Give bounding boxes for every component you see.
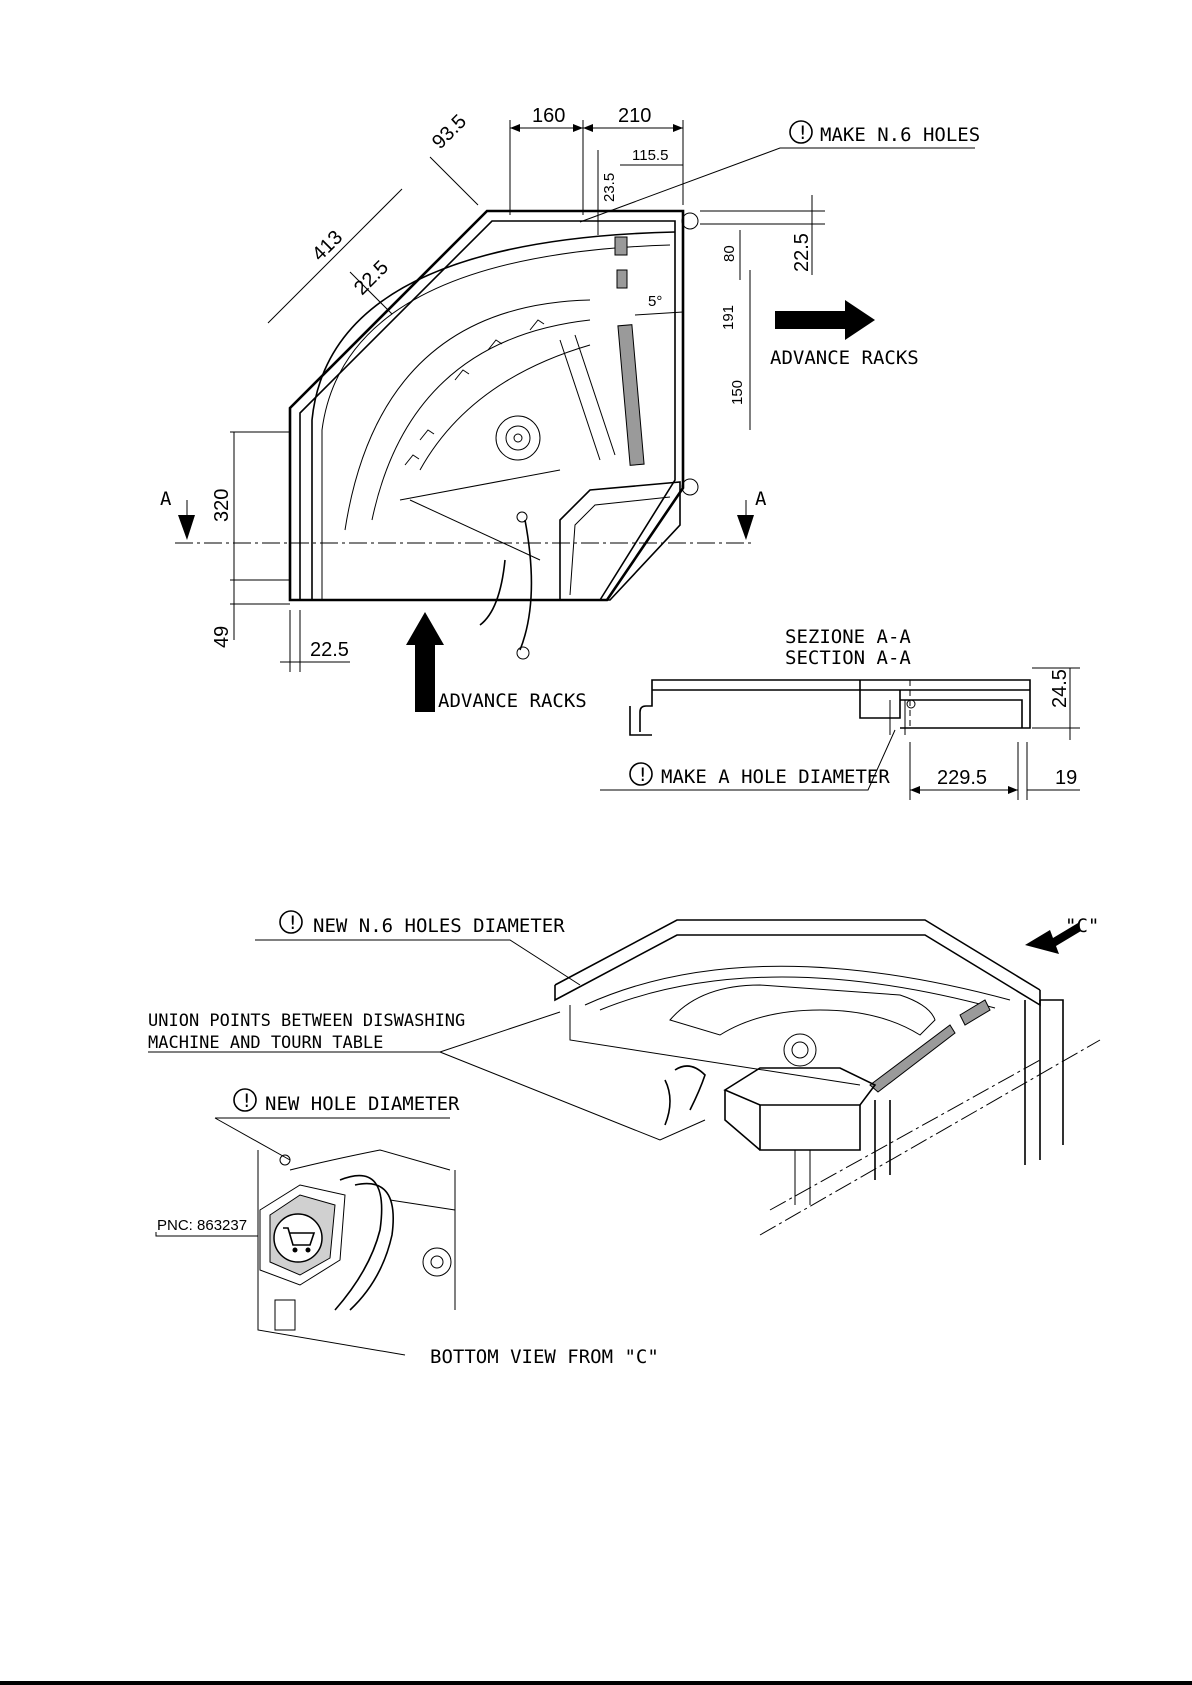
- section-view: SEZIONE A-A SECTION A-A 24.5 229.5 19 ! …: [600, 626, 1080, 800]
- arrow-right-icon: [775, 300, 875, 340]
- arrow-up-icon: [406, 612, 444, 712]
- bottom-view-detail: ! NEW HOLE DIAMETER PNC: 863237 BOTTOM V…: [155, 1088, 659, 1368]
- note-new-holes-diameter: NEW N.6 HOLES DIAMETER: [313, 915, 565, 937]
- svg-text:!: !: [797, 122, 808, 144]
- dim-19: 19: [1055, 767, 1077, 789]
- plan-view: A A 160 210 115.5 23.5 413 93.5 22.5 22.…: [160, 105, 980, 712]
- dim-22-5-bottom: 22.5: [310, 639, 349, 661]
- warning-icon-hole: !: [629, 762, 653, 786]
- dim-413: 413: [308, 226, 347, 265]
- dim-150: 150: [729, 380, 746, 405]
- dim-191: 191: [720, 305, 737, 330]
- section-mark-right: A: [755, 488, 767, 510]
- dim-49: 49: [211, 626, 233, 648]
- dim-210: 210: [618, 105, 651, 127]
- note-bottom-view: BOTTOM VIEW FROM "C": [430, 1346, 659, 1368]
- note-union-points-1: UNION POINTS BETWEEN DISWASHING: [148, 1011, 465, 1031]
- dim-80: 80: [721, 245, 738, 262]
- dim-22-5-diag: 22.5: [350, 256, 393, 299]
- dim-229-5: 229.5: [937, 767, 987, 789]
- note-make-hole-diameter: MAKE A HOLE DIAMETER: [661, 766, 890, 788]
- note-make-holes: MAKE N.6 HOLES: [820, 124, 980, 146]
- svg-text:!: !: [241, 1090, 252, 1112]
- page-bottom-rule: [0, 1681, 1192, 1685]
- advance-racks-bottom: ADVANCE RACKS: [438, 690, 587, 712]
- note-new-hole-diameter: NEW HOLE DIAMETER: [265, 1093, 460, 1115]
- svg-text:!: !: [637, 764, 648, 786]
- pnc-label: PNC: 863237: [157, 1217, 247, 1234]
- isometric-view: "C" ! NEW N.6 HOLES DIAMETER UNION POINT…: [148, 910, 1101, 1236]
- note-union-points-2: MACHINE AND TOURN TABLE: [148, 1033, 383, 1053]
- section-title-it: SEZIONE A-A: [785, 626, 911, 648]
- warning-icon-holes: !: [789, 120, 813, 144]
- warning-icon-new-hole: !: [233, 1088, 257, 1112]
- section-mark-left: A: [160, 488, 172, 510]
- warning-icon-new-holes: !: [279, 910, 303, 934]
- section-title-en: SECTION A-A: [785, 647, 911, 669]
- advance-racks-right: ADVANCE RACKS: [770, 347, 919, 369]
- dim-93-5: 93.5: [428, 110, 471, 153]
- svg-text:!: !: [287, 912, 298, 934]
- dim-22-5-right: 22.5: [791, 233, 813, 272]
- dim-160: 160: [532, 105, 565, 127]
- dim-24-5: 24.5: [1049, 669, 1071, 708]
- dim-5-deg: 5°: [648, 293, 662, 310]
- arrow-view-c-icon: [1025, 923, 1081, 954]
- view-c-label: "C": [1065, 915, 1099, 937]
- shopping-cart-icon: [273, 1213, 323, 1263]
- dim-320: 320: [211, 489, 233, 522]
- dim-23-5: 23.5: [601, 173, 618, 202]
- dim-115-5: 115.5: [632, 147, 668, 164]
